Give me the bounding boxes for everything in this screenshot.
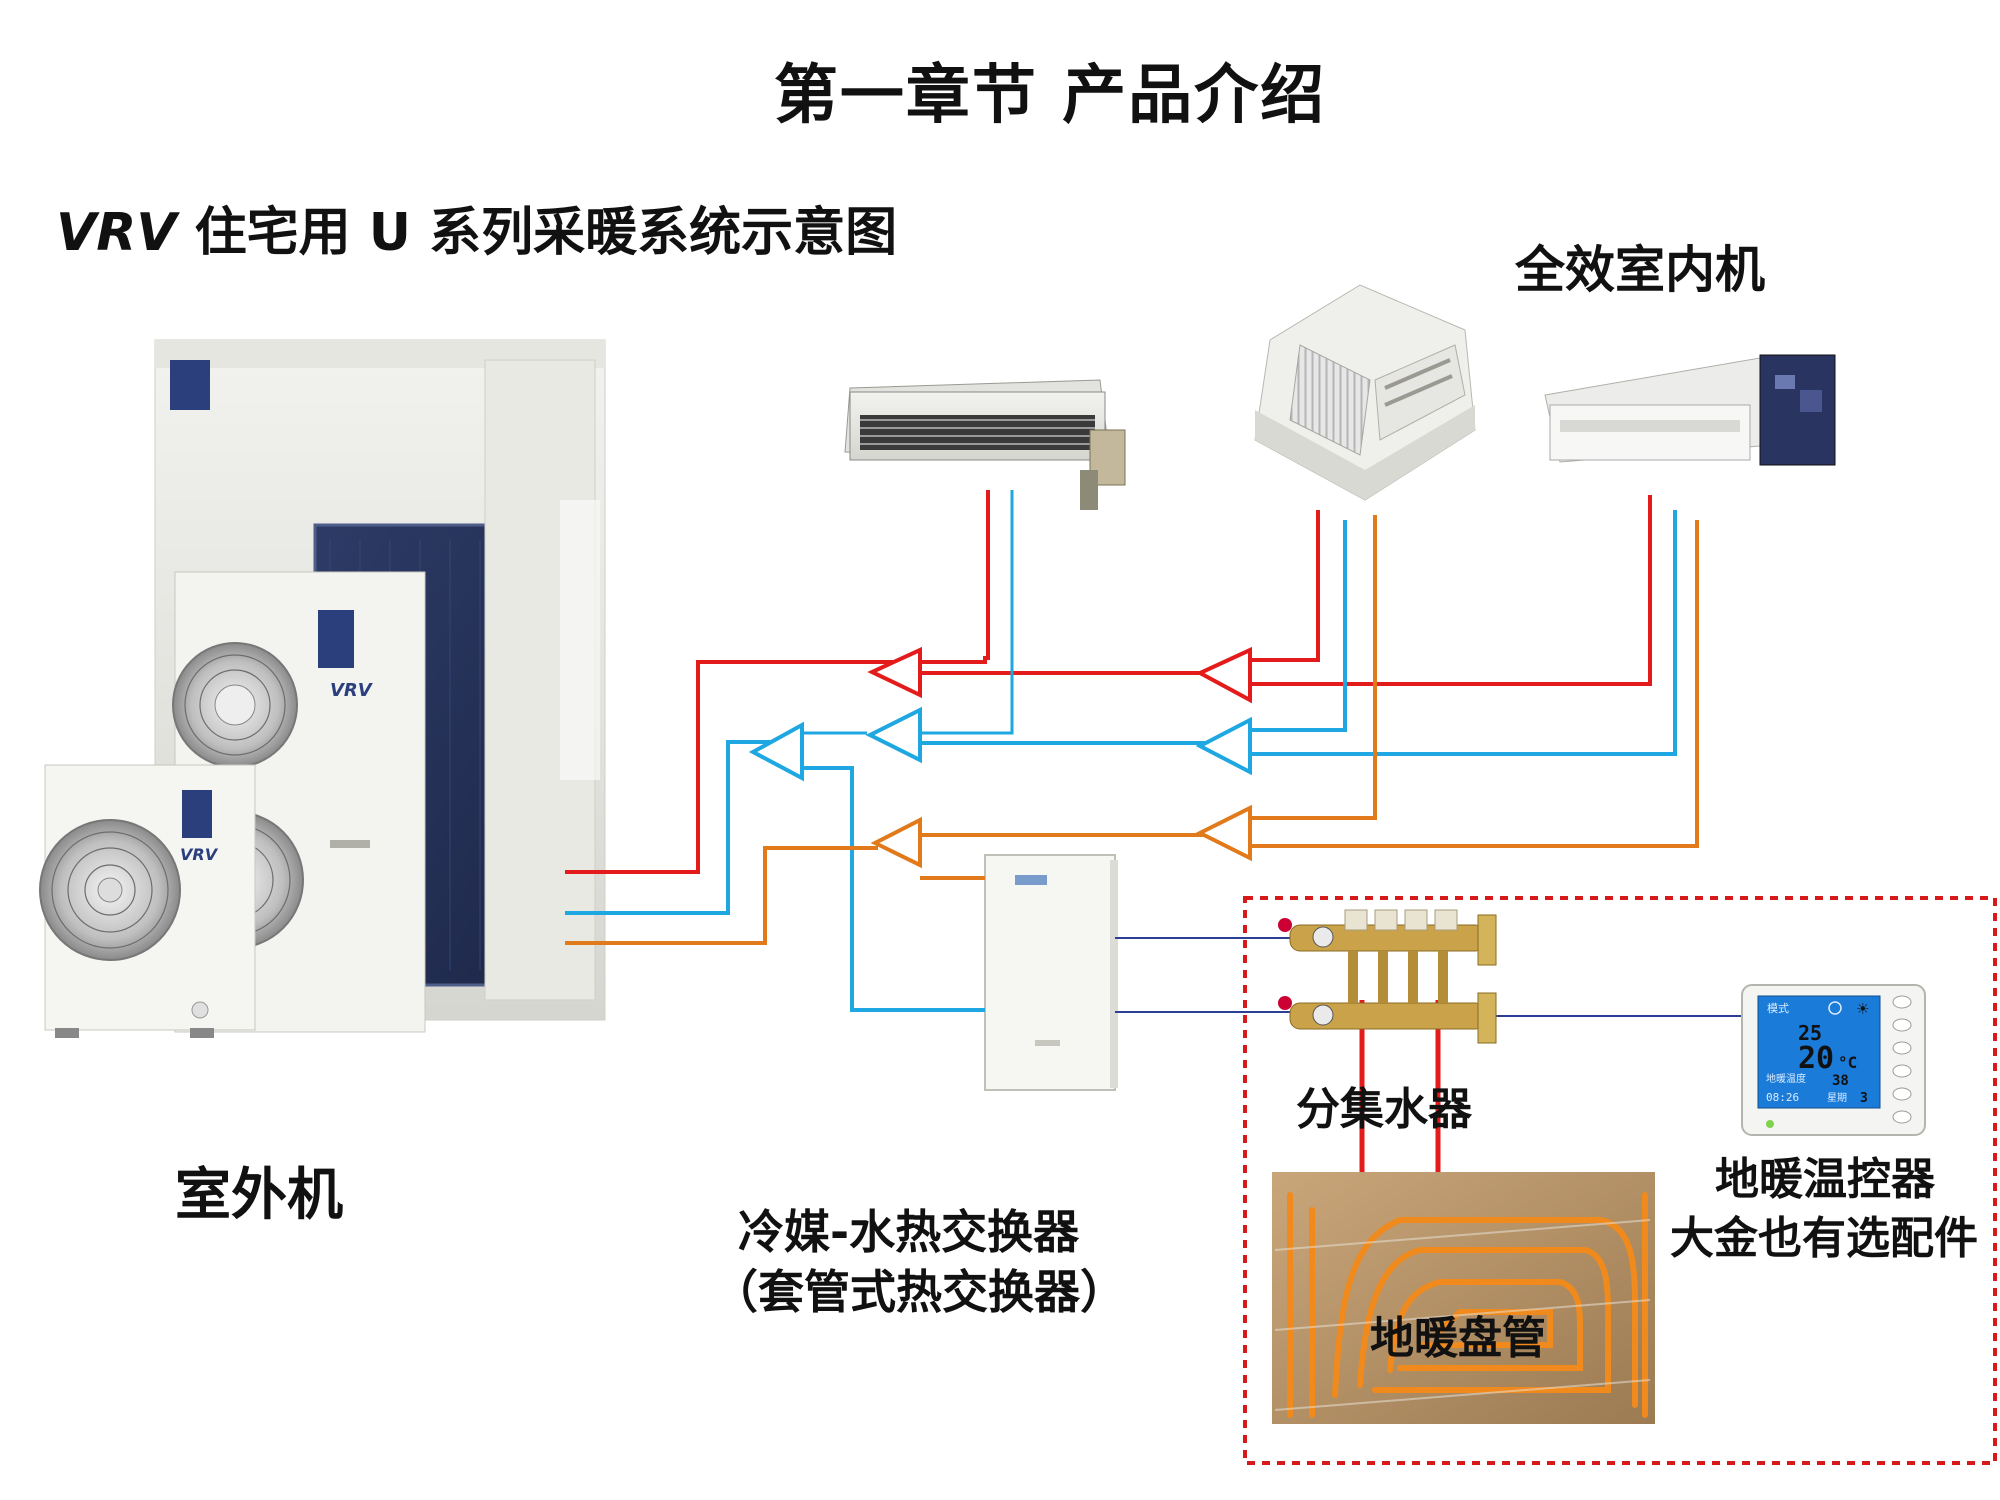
- svg-text:星期: 星期: [1827, 1092, 1847, 1104]
- label-floor-coil: 地暖盘管: [1370, 1313, 1546, 1364]
- svg-text:20: 20: [1798, 1041, 1834, 1076]
- water-refnet-arrow-1: [870, 816, 922, 869]
- gas-refnet-arrow-2: [1195, 646, 1252, 704]
- piping: [565, 490, 1745, 1175]
- label-thermostat-note: 大金也有选配件: [1670, 1213, 1978, 1264]
- sun-icon: ☀: [1856, 1000, 1869, 1018]
- thermostat-button: [1892, 1064, 1912, 1078]
- liquid-pipe-main: [565, 740, 778, 915]
- liquid-refnet-arrow-0: [748, 721, 804, 782]
- liquid-refnet-arrow-2: [1195, 716, 1252, 776]
- label-heat-exchanger: 冷媒-水热交换器: [738, 1205, 1080, 1259]
- water-pipe-duct-right: [1250, 520, 1699, 848]
- thermostat-button: [1892, 1087, 1912, 1101]
- thermostat-button: [1892, 1018, 1912, 1032]
- indoor-unit-duct-left: [844, 379, 1126, 510]
- power-led-icon: [1766, 1120, 1774, 1128]
- water-pipe-cassette: [920, 515, 1377, 837]
- liquid-pipe-cassette: [920, 520, 1347, 745]
- label-indoor-units: 全效室内机: [1515, 241, 1765, 299]
- valve-handle-icon: [1278, 996, 1292, 1010]
- svg-text:3: 3: [1860, 1091, 1868, 1106]
- thermostat-button: [1892, 1041, 1912, 1055]
- liquid-pipe-heat-exchanger: [802, 766, 985, 1012]
- underfloor-heating-zone: [1243, 896, 1997, 1465]
- gas-pipe-duct-right: [1250, 495, 1652, 686]
- subtitle-text: 住宅用 U 系列采暖系统示意图: [176, 203, 898, 263]
- page-title: 第一章节 产品介绍: [773, 59, 1327, 133]
- label-heat-exchanger-type: （套管式热交换器）: [712, 1265, 1126, 1319]
- svg-text:08:26: 08:26: [1766, 1091, 1799, 1104]
- daikin-logo-icon: [182, 790, 212, 838]
- liquid-pipe-duct-left: [802, 490, 1014, 735]
- indoor-unit-duct-right: [1544, 354, 1836, 466]
- daikin-logo-icon: [170, 360, 210, 410]
- gas-pipe-main: [565, 490, 990, 874]
- svg-text:°C: °C: [1838, 1053, 1857, 1072]
- water-pipe-main: [565, 846, 878, 945]
- svg-text:地暖温度: 地暖温度: [1766, 1072, 1806, 1085]
- diagram-subtitle: VRV 住宅用 U 系列采暖系统示意图: [56, 190, 897, 265]
- water-manifold: [1278, 909, 1497, 1044]
- valve-handle-icon: [1278, 918, 1292, 932]
- svg-text:38: 38: [1832, 1073, 1849, 1089]
- svg-text:模式: 模式: [1767, 1002, 1789, 1015]
- thermostat-button: [1892, 995, 1912, 1009]
- subtitle-vrv: VRV: [56, 203, 177, 263]
- thermostat-button: [1892, 1110, 1912, 1124]
- daikin-logo-icon: [318, 610, 354, 668]
- floor-coil-image: [1272, 1172, 1655, 1424]
- liquid-refnet-arrow-1: [865, 706, 922, 764]
- pressure-gauge-icon: [1312, 1004, 1334, 1026]
- clock-icon: [1828, 1001, 1842, 1015]
- gas-pipe-cassette: [920, 510, 1320, 675]
- outdoor-unit-small: VRV: [39, 764, 256, 1038]
- svg-text:25: 25: [1798, 1021, 1822, 1045]
- liquid-pipe-duct-right: [1250, 510, 1677, 756]
- indoor-unit-cassette: [1254, 284, 1476, 501]
- vrv-badge: VRV: [180, 845, 219, 864]
- label-thermostat: 地暖温控器: [1715, 1154, 1935, 1205]
- thermostat-lcd: [1757, 995, 1881, 1109]
- water-refnet-arrow-2: [1195, 804, 1252, 862]
- floor-thermostat: 模式 ☀ 25 20 °C 地暖温度 38 08:26 星期 3: [1741, 984, 1926, 1136]
- gas-refnet-arrow-1: [867, 646, 922, 699]
- pressure-gauge-icon: [1312, 926, 1334, 948]
- label-outdoor-unit: 室外机: [175, 1163, 343, 1228]
- heat-exchanger-unit: [984, 854, 1118, 1091]
- label-manifold: 分集水器: [1296, 1084, 1472, 1135]
- vrv-badge: VRV: [330, 680, 374, 701]
